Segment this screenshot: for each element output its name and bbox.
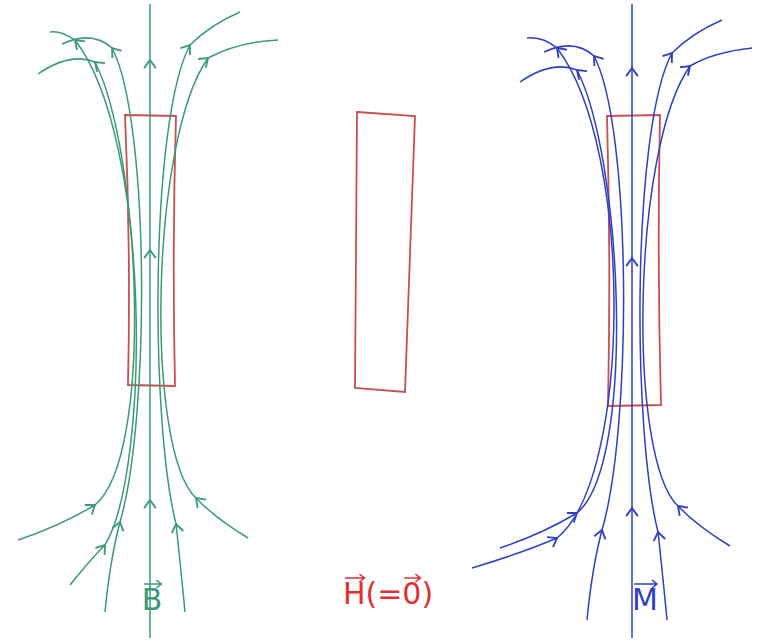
field-symbol: H(=0) bbox=[343, 576, 433, 612]
field-symbol: B bbox=[142, 582, 163, 618]
magnet-outline bbox=[355, 112, 415, 392]
m-field-lines bbox=[472, 4, 752, 638]
b-field-lines bbox=[18, 4, 278, 638]
field-symbol: M bbox=[632, 582, 658, 618]
